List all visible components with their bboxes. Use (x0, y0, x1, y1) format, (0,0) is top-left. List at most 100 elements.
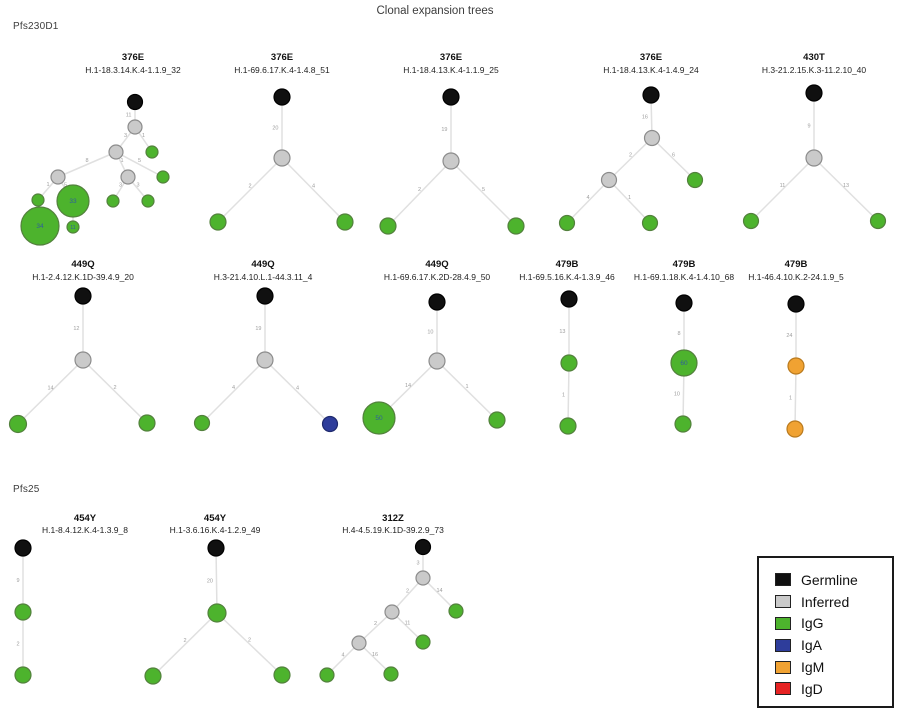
tree-node-germline (207, 539, 225, 557)
tree-node-inferred (50, 169, 66, 185)
tree-node-igg (448, 603, 464, 619)
tree-edge (57, 151, 117, 178)
tree-node-inferred (108, 144, 124, 160)
tree-node-igg (674, 415, 692, 433)
tree-edge (217, 157, 283, 223)
edge-mutation-count: 11 (780, 183, 786, 189)
edge-mutation-count: 2 (629, 153, 632, 159)
edge-mutation-count: 5 (482, 187, 485, 193)
edge-mutation-count: 16 (642, 115, 648, 121)
tree-edge (813, 157, 879, 222)
tree-edge (115, 151, 164, 178)
legend-swatch-iga (775, 638, 791, 652)
clonal-tree-376E-H.1-18.3.14.K.4-1.1.9_32: 1131815153311333411376EH.1-18.3.14.K.4-1… (20, 52, 181, 246)
tree-edge (215, 547, 218, 614)
tree-node-igg (141, 194, 155, 208)
tree-node-inferred (415, 570, 431, 586)
edge-mutation-count: 11 (405, 621, 411, 627)
legend-label: IgM (801, 659, 825, 676)
tree-subtitle: H.1-69.6.17.K.4-1.4.8_51 (234, 65, 330, 75)
edge-mutation-count: 4 (296, 386, 299, 392)
tree-subtitle: H.1-18.4.13.K.4-1.1.9_25 (403, 65, 499, 75)
edge-mutation-count: 10 (674, 392, 680, 398)
legend-swatch-inferred (775, 595, 791, 609)
tree-edge (750, 157, 815, 222)
legend-swatch-germline (775, 573, 791, 587)
edge-mutation-count: 1 (789, 396, 792, 402)
tree-subtitle: H.1-3.6.16.K.4-1.2.9_49 (170, 525, 261, 535)
tree-node-inferred (805, 149, 823, 167)
tree-name: 479B (556, 259, 579, 270)
edge-mutation-count: 4 (586, 195, 589, 201)
edge-mutation-count: 10 (427, 330, 433, 336)
tree-node-germline (126, 93, 144, 111)
edge-mutation-count: 4 (341, 653, 344, 659)
tree-name: 449Q (251, 259, 274, 270)
tree-node-igg (106, 194, 120, 208)
tree-node-igg (488, 411, 506, 429)
tree-node-igg (138, 414, 156, 432)
edge-mutation-count: 3 (119, 183, 122, 189)
tree-node-iga (321, 415, 339, 433)
edge-mutation-count: 14 (436, 588, 442, 594)
legend-label: Inferred (801, 593, 850, 610)
node-label: 11 (70, 225, 75, 231)
legend-label: IgA (801, 637, 823, 654)
tree-node-igm (787, 357, 805, 375)
tree-node-inferred (600, 171, 618, 189)
tree-edge (450, 160, 517, 227)
edge-mutation-count: 20 (207, 579, 213, 585)
edge-mutation-count: 3 (416, 561, 419, 567)
legend-label: IgG (801, 615, 824, 632)
tree-edge (264, 359, 331, 425)
tree-name: 454Y (74, 513, 97, 524)
edge-mutation-count: 14 (405, 383, 411, 389)
edge-mutation-count: 1 (120, 158, 123, 164)
edge-mutation-count: 16 (372, 652, 378, 658)
tree-node-igg (336, 213, 354, 231)
tree-node-igg (558, 214, 576, 232)
tree-node-germline (560, 290, 578, 308)
tree-node-igg (670, 349, 698, 377)
tree-name: 449Q (425, 259, 448, 270)
tree-node-igg (193, 414, 211, 432)
tree-edge (567, 362, 570, 427)
tree-name: 454Y (204, 513, 227, 524)
tree-name: 376E (640, 52, 662, 63)
edge-mutation-count: 6 (672, 153, 675, 159)
tree-node-igg (362, 401, 396, 435)
tree-name: 376E (440, 52, 462, 63)
edge-mutation-count: 4 (312, 184, 315, 190)
tree-subtitle: H.1-18.4.13.K.4-1.4.9_24 (603, 65, 699, 75)
tree-node-igg (686, 171, 704, 189)
edge-mutation-count: 2 (113, 385, 116, 391)
tree-edge (17, 359, 84, 425)
edge-mutation-count: 5 (64, 183, 67, 189)
tree-subtitle: H.1-46.4.10.K.2-24.1.9_5 (748, 272, 844, 282)
tree-node-igg (207, 603, 227, 623)
tree-node-germline (642, 86, 660, 104)
legend-label: Germline (801, 571, 858, 588)
node-label: 34 (36, 223, 44, 230)
tree-name: 479B (673, 259, 696, 270)
edge-mutation-count: 19 (255, 326, 261, 332)
tree-subtitle: H.1-18.3.14.K.4-1.1.9_32 (85, 65, 181, 75)
edge-mutation-count: 14 (47, 386, 53, 392)
edge-mutation-count: 4 (232, 385, 235, 391)
tree-subtitle: H.1-69.6.17.K.2D-28.4.9_50 (384, 272, 491, 282)
tree-node-igg (144, 667, 162, 685)
tree-name: 449Q (71, 259, 94, 270)
legend-item-iga: IgA (775, 634, 892, 656)
tree-edge (201, 359, 266, 424)
tree-edge (566, 179, 610, 224)
edge-mutation-count: 2 (248, 638, 251, 644)
tree-node-germline (442, 88, 460, 106)
